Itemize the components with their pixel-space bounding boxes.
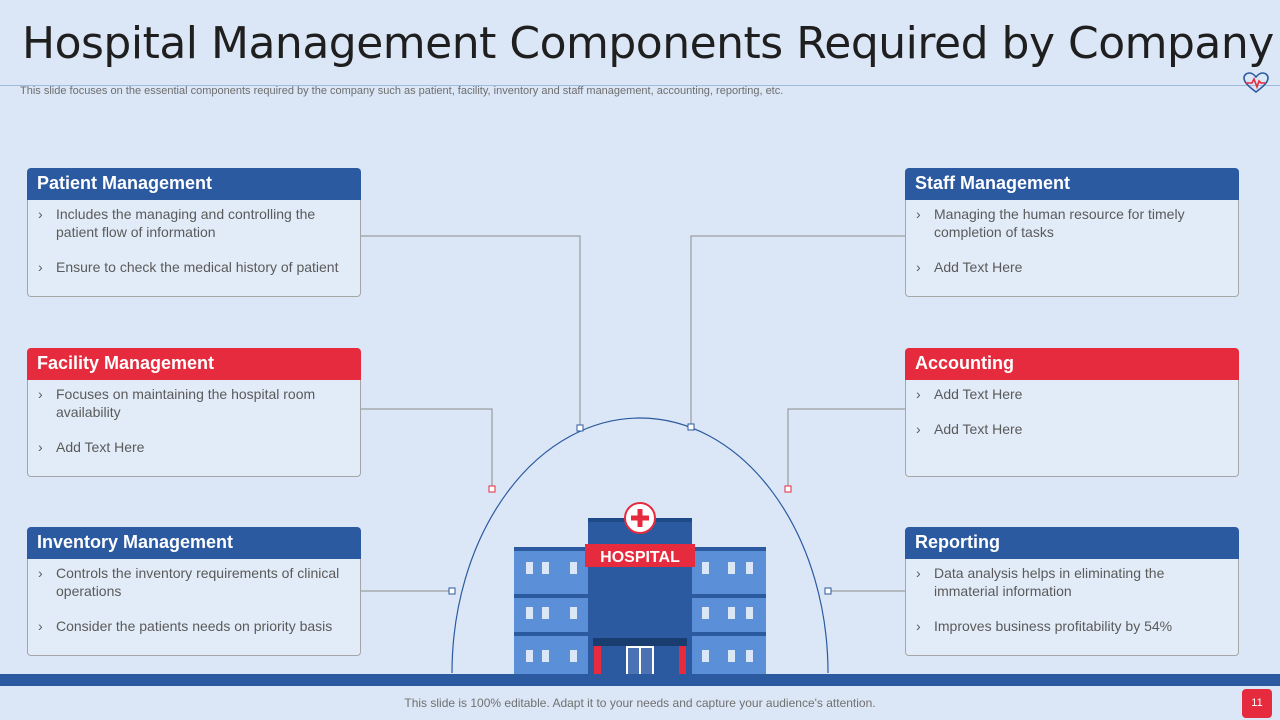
list-item: Add Text Here xyxy=(916,420,1228,438)
card-title: Reporting xyxy=(905,527,1239,559)
list-item: Add Text Here xyxy=(916,258,1228,276)
footer-bar xyxy=(0,674,1280,686)
card-title: Inventory Management xyxy=(27,527,361,559)
slide-subtitle: This slide focuses on the essential comp… xyxy=(20,85,784,97)
list-item: Add Text Here xyxy=(916,385,1228,403)
list-item: Ensure to check the medical history of p… xyxy=(38,258,350,276)
title-divider xyxy=(0,85,1280,86)
card-title: Accounting xyxy=(905,348,1239,380)
list-item: Managing the human resource for timely c… xyxy=(916,205,1228,241)
list-item: Add Text Here xyxy=(38,438,350,456)
medical-cross-icon xyxy=(631,509,649,527)
list-item: Focuses on maintaining the hospital room… xyxy=(38,385,350,421)
list-item: Data analysis helps in eliminating the i… xyxy=(916,564,1228,600)
heartbeat-icon xyxy=(1243,72,1269,94)
slide-title: Hospital Management Components Required … xyxy=(22,18,1274,69)
list-item: Improves business profitability by 54% xyxy=(916,617,1228,635)
card-title: Facility Management xyxy=(27,348,361,380)
card-title: Patient Management xyxy=(27,168,361,200)
footer-text: This slide is 100% editable. Adapt it to… xyxy=(404,696,876,710)
list-item: Controls the inventory requirements of c… xyxy=(38,564,350,600)
hospital-building-icon xyxy=(514,502,766,674)
staff-management-card: Staff Management Managing the human reso… xyxy=(905,168,1239,297)
card-title: Staff Management xyxy=(905,168,1239,200)
page-number-badge: 11 xyxy=(1242,689,1272,718)
accounting-card: Accounting Add Text Here Add Text Here xyxy=(905,348,1239,477)
patient-management-card: Patient Management Includes the managing… xyxy=(27,168,361,297)
facility-management-card: Facility Management Focuses on maintaini… xyxy=(27,348,361,477)
list-item: Consider the patients needs on priority … xyxy=(38,617,350,635)
list-item: Includes the managing and controlling th… xyxy=(38,205,350,241)
reporting-card: Reporting Data analysis helps in elimina… xyxy=(905,527,1239,656)
hospital-sign-text: HOSPITAL xyxy=(600,549,680,566)
inventory-management-card: Inventory Management Controls the invent… xyxy=(27,527,361,656)
